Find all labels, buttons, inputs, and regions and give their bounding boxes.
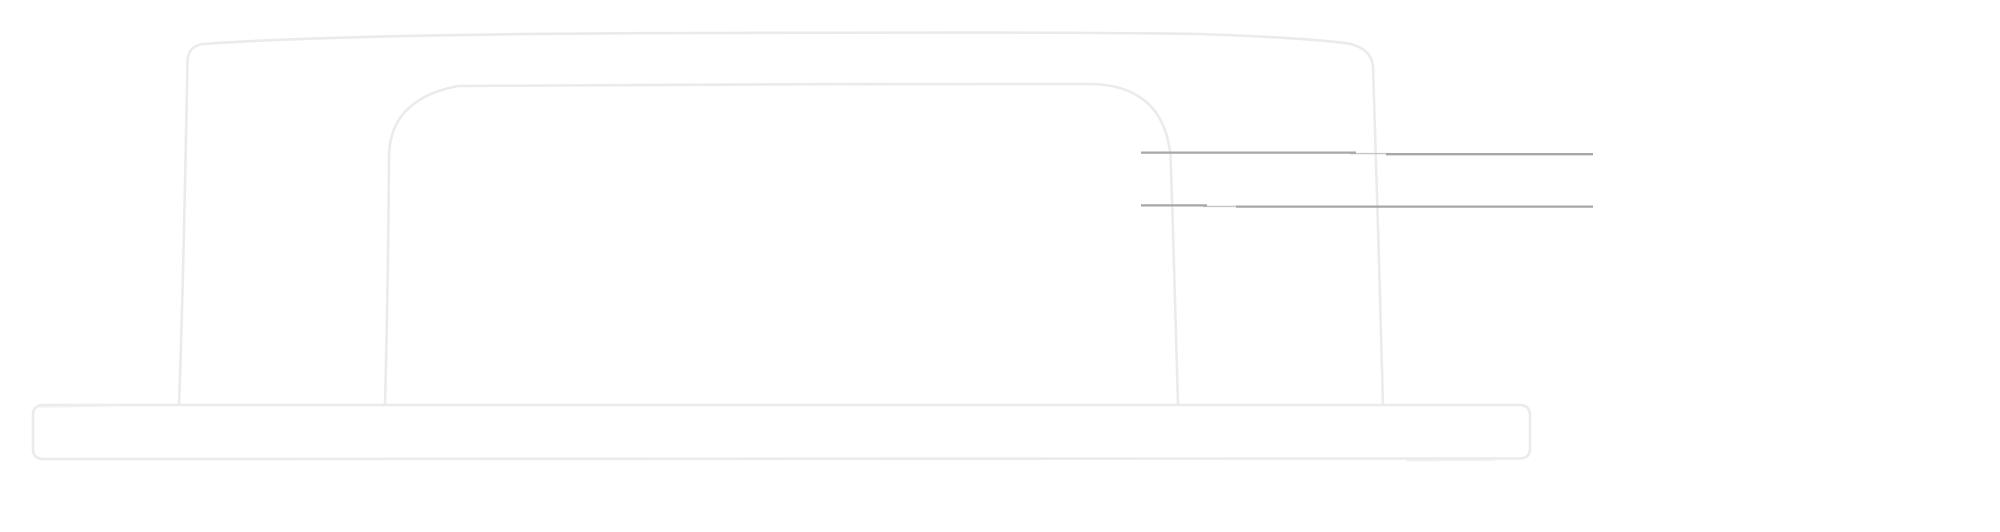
base-tray-outline <box>31 403 1532 461</box>
outer-cover-outline <box>177 31 1385 406</box>
inner-opening-outline <box>383 82 1180 405</box>
base-overlap-stroke-left <box>35 404 123 408</box>
